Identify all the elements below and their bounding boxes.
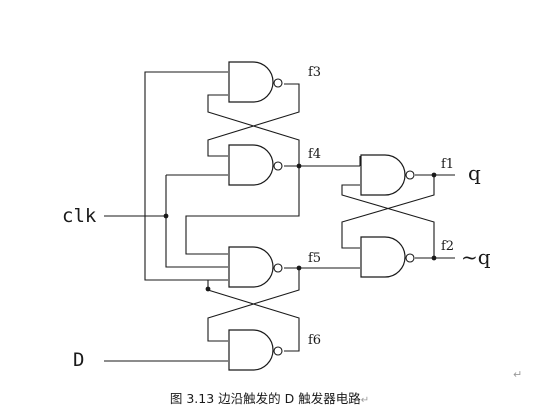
- wire-qn-feedback: [341, 184, 435, 258]
- paragraph-return-mark: ↵: [513, 368, 523, 381]
- d-flip-flop-circuit: f3 f4 f5 f6 f1 f2 clk D q ~q: [62, 61, 491, 371]
- wire-f4-to-g3: [207, 94, 300, 166]
- input-label-clk: clk: [62, 205, 97, 227]
- figure-caption: 图 3.13 边沿触发的 D 触发器电路↵: [0, 388, 539, 407]
- label-f3: f3: [308, 65, 321, 80]
- wires: [104, 71, 455, 362]
- junction-q: [431, 172, 437, 178]
- label-f4: f4: [308, 147, 321, 162]
- junction-dots: [163, 163, 437, 292]
- nand-gate-g6: [228, 329, 283, 371]
- junction-f5: [296, 265, 302, 271]
- label-f6: f6: [308, 333, 321, 348]
- caption-return-mark: ↵: [360, 395, 370, 406]
- input-label-d: D: [73, 349, 84, 371]
- junction-qn: [431, 255, 437, 261]
- label-f2: f2: [441, 239, 454, 254]
- junction-clk: [163, 213, 169, 219]
- output-label-q: q: [468, 161, 481, 185]
- wire-g5-output-bus: [144, 71, 228, 281]
- nand-gate-g2: [360, 236, 415, 278]
- figure-caption-text: 图 3.13 边沿触发的 D 触发器电路: [169, 391, 361, 406]
- output-label-not-q: ~q: [461, 245, 491, 269]
- wire-f5-to-g6: [207, 268, 300, 342]
- nand-gate-g1: [360, 154, 415, 196]
- wire-clk-bus: [165, 175, 228, 268]
- wire-f4-to-g5: [185, 166, 300, 255]
- wire-q-feedback: [341, 175, 435, 249]
- nand-gate-g3: [228, 61, 283, 103]
- nand-gate-g4: [228, 144, 283, 186]
- label-f1: f1: [441, 157, 454, 172]
- nand-gate-g5: [228, 246, 283, 288]
- junction-f4: [296, 163, 302, 169]
- label-f5: f5: [308, 251, 321, 266]
- junction-f6: [205, 286, 211, 292]
